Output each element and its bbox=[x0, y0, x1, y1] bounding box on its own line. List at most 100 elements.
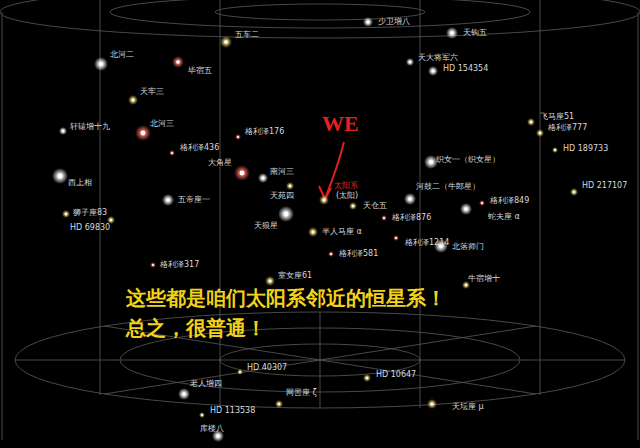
star-core bbox=[409, 61, 411, 63]
grid-ellipse bbox=[15, 312, 625, 408]
star-label: HD 154354 bbox=[443, 64, 488, 74]
star-dot bbox=[128, 95, 138, 105]
star-label: (太阳) bbox=[336, 191, 358, 201]
star-core bbox=[182, 392, 186, 396]
star-core bbox=[465, 284, 467, 286]
star-label: HD 40307 bbox=[247, 363, 287, 373]
star-dot bbox=[62, 210, 70, 218]
star-dot bbox=[428, 66, 438, 76]
grid-line bbox=[2, 12, 3, 440]
star-label: HD 217107 bbox=[582, 181, 627, 191]
star-label: 格利泽777 bbox=[548, 123, 587, 133]
star-label: 天大将军六 bbox=[418, 53, 458, 63]
star-core bbox=[312, 231, 315, 234]
star-label: 天钩五 bbox=[463, 28, 487, 38]
star-label: 南河三 bbox=[270, 167, 294, 177]
star-core bbox=[216, 434, 220, 438]
star-label: 狮子座83 bbox=[73, 208, 107, 218]
star-dot bbox=[234, 165, 250, 181]
grid-ellipse bbox=[110, 0, 530, 28]
star-dot bbox=[424, 155, 438, 169]
star-core bbox=[132, 99, 135, 102]
star-label: 天仓五 bbox=[363, 201, 387, 211]
star-core bbox=[237, 136, 239, 138]
star-core bbox=[408, 197, 412, 201]
star-dot bbox=[460, 203, 472, 215]
star-core bbox=[65, 213, 67, 215]
star-dot bbox=[406, 58, 414, 66]
star-label: 室女座61 bbox=[278, 271, 312, 281]
star-label: 库楼八 bbox=[200, 424, 224, 434]
star-label: 西上相 bbox=[68, 178, 92, 188]
star-core bbox=[450, 31, 454, 35]
star-label: HD 189733 bbox=[563, 144, 608, 154]
star-dot bbox=[178, 388, 190, 400]
star-label: 老人增四 bbox=[190, 379, 222, 389]
star-core bbox=[284, 212, 289, 217]
star-dot bbox=[150, 262, 156, 268]
caption-note: 总之，很普通！ bbox=[126, 316, 266, 340]
star-label: 格利泽876 bbox=[392, 213, 431, 223]
star-dot bbox=[278, 206, 294, 222]
star-label: 织女一（织女星） bbox=[436, 155, 500, 165]
star-label: 河鼓二（牛郎星） bbox=[416, 182, 480, 192]
star-dot bbox=[94, 57, 108, 71]
star-core bbox=[481, 202, 483, 204]
star-core bbox=[141, 131, 146, 136]
star-core bbox=[464, 207, 468, 211]
star-label: HD 113538 bbox=[210, 406, 255, 416]
star-dot bbox=[363, 17, 373, 27]
star-core bbox=[152, 264, 154, 266]
star-label: 大角星 bbox=[208, 158, 232, 168]
star-label: 毕宿五 bbox=[188, 66, 212, 76]
star-core bbox=[171, 152, 173, 154]
star-core bbox=[431, 403, 434, 406]
star-label: 网罟座 ζ bbox=[286, 388, 317, 398]
star-label: 五车二 bbox=[235, 30, 259, 40]
star-dot bbox=[393, 235, 399, 241]
star-core bbox=[573, 191, 575, 193]
star-core bbox=[240, 171, 245, 176]
star-label: 半人马座 α bbox=[322, 227, 362, 237]
star-label: 牛宿增十 bbox=[468, 274, 500, 284]
star-dot bbox=[59, 127, 67, 135]
star-core bbox=[262, 177, 265, 180]
star-dot bbox=[172, 56, 184, 68]
star-dot bbox=[427, 399, 437, 409]
star-label: HD 10647 bbox=[376, 370, 416, 380]
grid-line bbox=[638, 12, 639, 440]
star-core bbox=[201, 414, 203, 416]
star-dot bbox=[52, 168, 68, 184]
star-label: 轩辕增十九 bbox=[70, 122, 110, 132]
star-core bbox=[352, 205, 354, 207]
handwritten-note: WE bbox=[322, 112, 359, 136]
star-label: 蛇夫座 α bbox=[488, 212, 520, 222]
star-core bbox=[62, 130, 64, 132]
star-core bbox=[367, 21, 370, 24]
star-dot bbox=[363, 374, 371, 382]
star-core bbox=[58, 174, 63, 179]
star-dot bbox=[286, 182, 294, 190]
star-label: 格利泽317 bbox=[160, 260, 199, 270]
star-label: 格利泽581 bbox=[339, 249, 378, 259]
star-core bbox=[539, 132, 541, 134]
star-core bbox=[176, 60, 180, 64]
star-core bbox=[166, 198, 170, 202]
star-core bbox=[554, 149, 556, 151]
star-dot bbox=[275, 400, 283, 408]
star-dot bbox=[552, 147, 558, 153]
star-label: 格利泽849 bbox=[490, 196, 529, 206]
star-core bbox=[289, 185, 291, 187]
star-dot bbox=[319, 195, 329, 205]
star-label: 天狼星 bbox=[254, 221, 278, 231]
star-core bbox=[278, 403, 280, 405]
star-label: 北河二 bbox=[110, 50, 134, 60]
star-core bbox=[429, 160, 433, 164]
star-dot bbox=[404, 193, 416, 205]
star-label: 天牢三 bbox=[140, 87, 164, 97]
star-label: 格利泽176 bbox=[245, 127, 284, 137]
star-dot bbox=[527, 118, 535, 126]
star-label: HD 69830 bbox=[70, 223, 110, 233]
star-dot bbox=[328, 251, 334, 257]
star-core bbox=[224, 40, 228, 44]
